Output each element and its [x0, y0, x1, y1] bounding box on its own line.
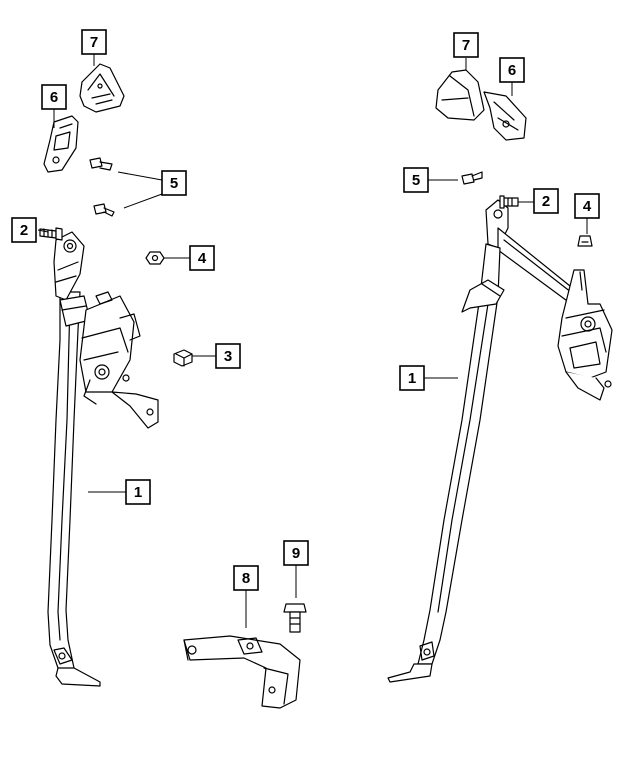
- callout-3-left: 3: [215, 343, 241, 369]
- left-nut-4: [145, 251, 165, 265]
- callout-1-left: 1: [125, 479, 151, 505]
- svg-text:1: 1: [134, 484, 142, 501]
- left-bracket-6: [43, 115, 79, 173]
- svg-text:5: 5: [412, 172, 420, 189]
- right-bolt-2: [499, 195, 519, 209]
- svg-text:6: 6: [508, 62, 516, 79]
- callout-4-right: 4: [574, 193, 600, 219]
- right-bracket-6: [483, 91, 527, 141]
- callout-6-left: 6: [41, 84, 67, 110]
- svg-text:7: 7: [90, 34, 98, 51]
- svg-text:4: 4: [583, 198, 592, 215]
- right-retractor: [557, 269, 613, 401]
- left-screw-5-upper: [89, 157, 113, 171]
- left-bolt-2: [39, 227, 63, 241]
- right-cover-7: [435, 69, 485, 121]
- svg-text:2: 2: [20, 222, 28, 239]
- svg-text:9: 9: [292, 545, 300, 562]
- callout-2-left: 2: [11, 217, 37, 243]
- callout-7-left: 7: [81, 29, 107, 55]
- seat-bracket-8: [183, 635, 301, 709]
- left-screw-5-lower: [93, 203, 115, 217]
- left-cover-7: [79, 63, 125, 113]
- svg-text:7: 7: [462, 37, 470, 54]
- bracket-bolt-9: [283, 603, 307, 633]
- right-d-ring-guide: [461, 199, 585, 313]
- svg-text:2: 2: [542, 193, 550, 210]
- svg-text:3: 3: [224, 348, 232, 365]
- left-belt-webbing: [47, 291, 101, 687]
- callout-6-right: 6: [499, 57, 525, 83]
- callout-2-right: 2: [533, 188, 559, 214]
- callout-5-right: 5: [403, 167, 429, 193]
- svg-text:5: 5: [170, 175, 178, 192]
- left-d-ring-guide: [53, 231, 91, 327]
- callout-4-left: 4: [189, 245, 215, 271]
- callout-5-left: 5: [161, 170, 187, 196]
- svg-text:4: 4: [198, 250, 207, 267]
- left-retractor: [79, 291, 159, 429]
- right-nut-4: [577, 235, 593, 247]
- svg-text:6: 6: [50, 89, 58, 106]
- right-belt-webbing: [387, 295, 499, 683]
- left-bolt-3: [173, 349, 193, 367]
- svg-text:1: 1: [408, 370, 416, 387]
- callout-8: 8: [233, 565, 259, 591]
- leader-lines: [37, 52, 588, 628]
- svg-text:8: 8: [242, 570, 250, 587]
- callout-7-right: 7: [453, 32, 479, 58]
- callout-1-right: 1: [399, 365, 425, 391]
- right-screw-5: [461, 171, 483, 185]
- callout-9: 9: [283, 540, 309, 566]
